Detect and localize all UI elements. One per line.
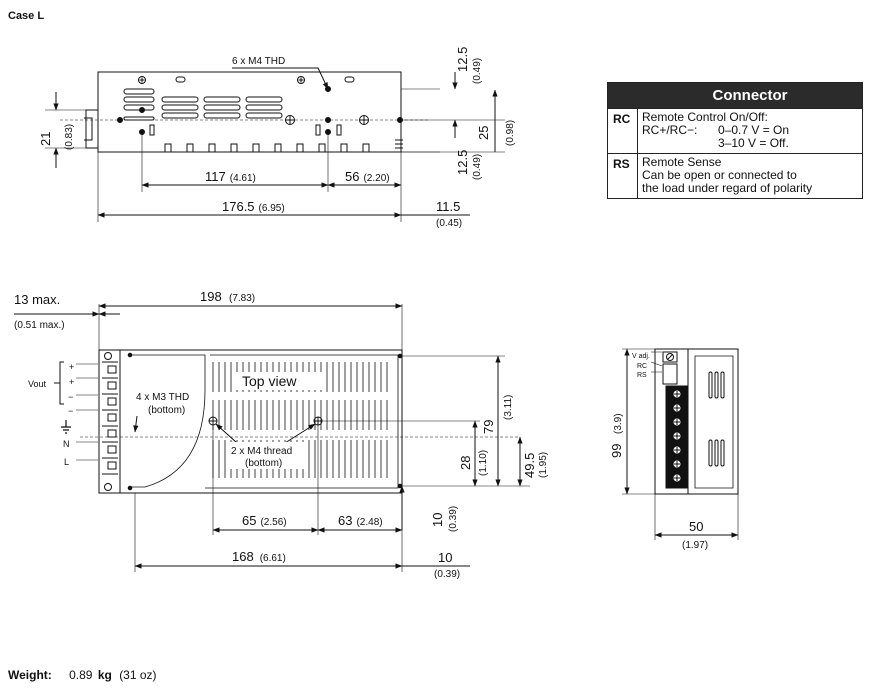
dim-56: 56 (345, 169, 359, 184)
dim-10-b-in: (0.39) (434, 569, 460, 580)
top-view-title: Top view (242, 373, 297, 389)
dim-168: 168 (232, 549, 254, 564)
dim-176-5-in: (6.95) (259, 203, 285, 214)
svg-text:63(2.48): 63 (2.48) (338, 513, 383, 528)
connector-row-rc: RC Remote Control On/Off: RC+/RC−: 0–0.7… (608, 108, 862, 153)
dim-10-b: 10 (438, 550, 452, 565)
dim-99-in: (3.9) (613, 413, 624, 434)
label-n: N (63, 439, 70, 449)
connector-title: Connector (608, 83, 862, 108)
dim-63: 63 (338, 513, 352, 528)
note-2xm4: 2 x M4 thread (231, 446, 292, 457)
dim-11-5-in: (0.45) (436, 218, 462, 229)
dim-10-a: 10 (430, 513, 445, 527)
side-vents (123, 76, 355, 136)
label-rs: RS (637, 372, 647, 379)
connector-code-rc: RC (608, 109, 638, 153)
connector-rc-off: 3–10 V = Off. (718, 136, 789, 150)
weight-unit: kg (97, 668, 112, 682)
connector-rs-desc1: Can be open or connected to (642, 168, 797, 182)
connector-code-rs: RS (608, 154, 638, 198)
dim-198-in: (7.83) (229, 293, 255, 304)
side-view (45, 67, 505, 222)
end-view-body (654, 348, 739, 495)
dim-12-5-bot: 12.5 (455, 150, 470, 175)
label-vadj: V adj. (632, 353, 650, 360)
svg-text:65(2.56): 65 (2.56) (242, 513, 287, 528)
connector-row-rs: RS Remote Sense Can be open or connected… (608, 153, 862, 198)
dim-168-in: (6.61) (260, 553, 286, 564)
terminals (102, 352, 118, 491)
label-vout: Vout (28, 379, 47, 389)
dim-12-5-top-in: (0.49) (472, 58, 483, 84)
dim-13: 13 max. (14, 292, 60, 307)
dim-65-in: (2.56) (260, 517, 286, 528)
dim-21: 21 (38, 132, 53, 146)
label-minus-2: − (68, 406, 73, 416)
case-title: Case L (8, 10, 45, 22)
connector-rs-desc2: the load under regard of polarity (642, 181, 813, 195)
end-view (622, 348, 739, 540)
note-6xm4: 6 x M4 THD (232, 56, 285, 67)
side-dim-texts: 12.5 (0.49) 21 (0.83) 25 (0.98) 12.5 (0.… (38, 47, 516, 229)
dim-12-5-bot-in: (0.49) (472, 154, 483, 180)
end-view-screws (672, 389, 682, 483)
dim-12-5-top: 12.5 (455, 47, 470, 72)
dim-25-in: (0.98) (505, 120, 516, 146)
label-rc: RC (637, 363, 647, 370)
dim-49-5: 49.5 (522, 453, 537, 478)
dim-25: 25 (476, 126, 491, 140)
note-4xm3-bottom: (bottom) (148, 405, 185, 416)
svg-text:176.5(6.95): 176.5 (6.95) (222, 199, 285, 214)
dim-63-in: (2.48) (356, 517, 382, 528)
end-view-slots (708, 371, 725, 467)
dim-21-in: (0.83) (64, 124, 75, 150)
dim-28-in: (1.10) (478, 450, 489, 476)
connector-rc-title: Remote Control On/Off: (642, 110, 768, 124)
weight-value: 0.89 (69, 668, 93, 682)
dim-56-in: (2.20) (363, 173, 389, 184)
dim-50: 50 (689, 519, 703, 534)
note-2xm4-bottom: (bottom) (245, 458, 282, 469)
side-tabs (164, 139, 403, 152)
side-screws (138, 76, 369, 125)
dim-11-5: 11.5 (436, 199, 460, 214)
dim-117-in: (4.61) (230, 173, 256, 184)
dim-99: 99 (609, 444, 624, 458)
svg-text:56(2.20): 56 (2.20) (345, 169, 390, 184)
dim-176-5: 176.5 (222, 199, 255, 214)
dim-50-in: (1.97) (682, 540, 708, 551)
label-minus-1: − (68, 392, 73, 402)
dim-117: 117 (205, 169, 226, 184)
mechanical-drawing: 12.5 (0.49) 21 (0.83) 25 (0.98) 12.5 (0.… (14, 47, 739, 580)
connector-table: Connector RC Remote Control On/Off: RC+/… (607, 82, 863, 199)
weight-label: Weight: (8, 668, 52, 682)
dim-79-in: (3.11) (503, 395, 514, 420)
label-plus-1: + (69, 362, 74, 372)
connector-rs-title: Remote Sense (642, 155, 722, 169)
dim-65: 65 (242, 513, 256, 528)
label-l: L (64, 457, 69, 467)
dim-49-5-in: (1.95) (538, 452, 549, 478)
note-4xm3: 4 x M3 THD (136, 392, 189, 403)
dim-198: 198 (200, 289, 222, 304)
side-view-body (97, 71, 402, 153)
connector-rc-prefix: RC+/RC−: (642, 123, 698, 137)
weight-alt: (31 oz) (119, 668, 157, 682)
dim-28: 28 (458, 456, 473, 470)
terminal-block (98, 349, 121, 494)
svg-text:168(6.61): 168 (6.61) (232, 549, 286, 564)
top-dim-texts: 198 (7.83) 13 max. (0.51 max.) 79 (3.11)… (14, 289, 549, 580)
label-plus-2: + (69, 377, 74, 387)
svg-text:117(4.61): 117 (4.61) (205, 169, 256, 184)
weight-line: Weight: 0.89 kg (31 oz) (8, 668, 157, 682)
dim-13-in: (0.51 max.) (14, 320, 65, 331)
dim-79: 79 (481, 420, 496, 434)
connector-rc-on: 0–0.7 V = On (718, 123, 790, 137)
end-dim-texts: 99 (3.9) 50 (1.97) V adj. RC RS (609, 353, 708, 551)
side-bracket (85, 109, 98, 149)
dim-10-a-in: (0.39) (448, 506, 459, 532)
